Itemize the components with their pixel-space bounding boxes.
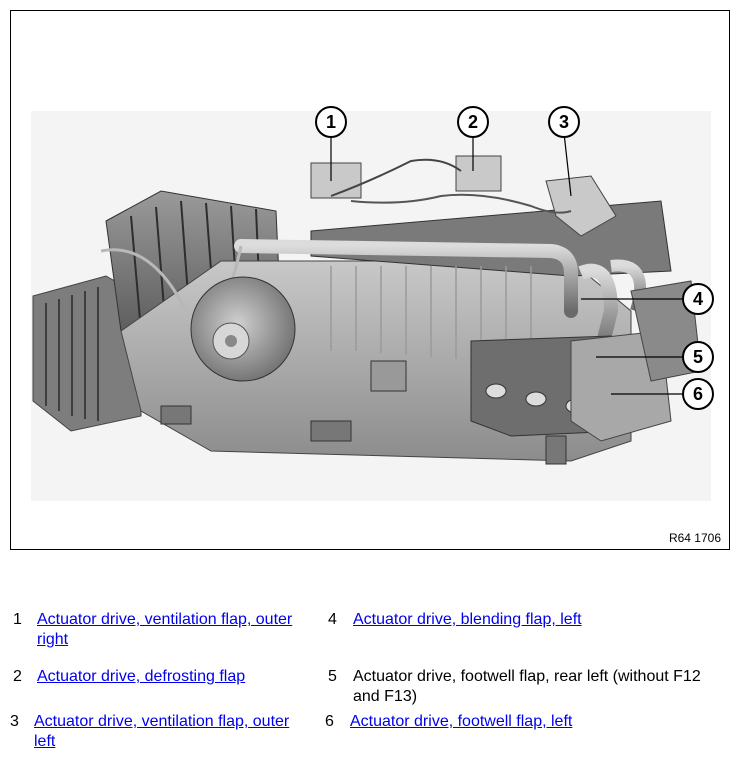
legend-link-4[interactable]: Actuator drive, blending flap, left xyxy=(353,611,582,628)
figure-code: R64 1706 xyxy=(668,531,721,545)
svg-text:2: 2 xyxy=(468,112,478,132)
legend-text-5: Actuator drive, footwell flap, rear left… xyxy=(353,668,701,705)
callout-1: 1 xyxy=(315,106,347,138)
legend-item-6: 6 Actuator drive, footwell flap, left xyxy=(325,712,725,734)
legend-link-2[interactable]: Actuator drive, defrosting flap xyxy=(37,668,246,685)
heater-unit-illustration: 1 2 3 4 5 6 xyxy=(31,106,714,501)
legend-link-1[interactable]: Actuator drive, ventilation flap, outer … xyxy=(37,611,293,648)
legend-number: 4 xyxy=(328,611,337,628)
legend-number: 1 xyxy=(13,611,22,628)
actuator-3-shape xyxy=(545,175,617,237)
actuator-2-shape xyxy=(455,155,502,192)
legend-item-2: 2 Actuator drive, defrosting flap xyxy=(13,667,313,689)
legend-item-1: 1 Actuator drive, ventilation flap, oute… xyxy=(13,610,313,654)
svg-text:5: 5 xyxy=(693,347,703,367)
callout-4: 4 xyxy=(682,283,714,315)
callout-6: 6 xyxy=(682,378,714,410)
legend-link-3[interactable]: Actuator drive, ventilation flap, outer … xyxy=(34,713,290,750)
callout-5: 5 xyxy=(682,341,714,373)
legend-link-6[interactable]: Actuator drive, footwell flap, left xyxy=(350,713,573,730)
legend-item-4: 4 Actuator drive, blending flap, left xyxy=(328,610,728,632)
svg-text:1: 1 xyxy=(326,112,336,132)
svg-text:6: 6 xyxy=(693,384,703,404)
legend-number: 3 xyxy=(10,713,19,730)
legend-number: 6 xyxy=(325,713,334,730)
callout-3: 3 xyxy=(548,106,580,138)
svg-text:4: 4 xyxy=(693,289,703,309)
top-pipe xyxy=(234,239,578,318)
component-figure: 1 2 3 4 5 6 R64 1706 xyxy=(10,10,730,550)
legend-number: 5 xyxy=(328,668,337,685)
svg-text:3: 3 xyxy=(559,112,569,132)
legend-number: 2 xyxy=(13,668,22,685)
actuator-1-shape xyxy=(310,162,362,199)
callout-2: 2 xyxy=(457,106,489,138)
legend-item-3: 3 Actuator drive, ventilation flap, oute… xyxy=(10,712,310,756)
legend-item-5: 5 Actuator drive, footwell flap, rear le… xyxy=(328,667,728,711)
